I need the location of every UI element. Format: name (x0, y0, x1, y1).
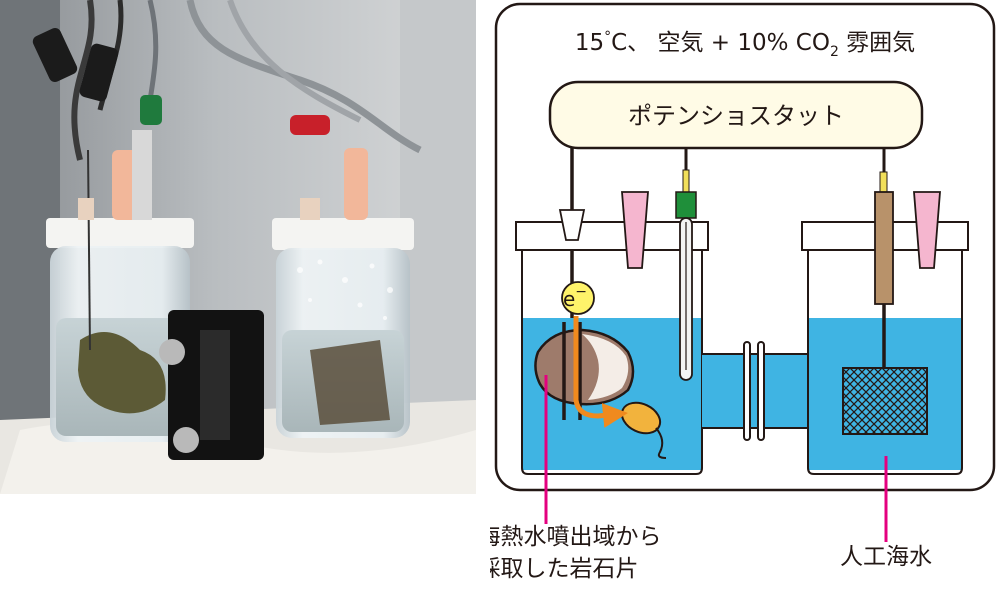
rock-label-line2: 採取した岩石片 (490, 556, 639, 582)
temperature-value: 15 (575, 30, 604, 56)
atmosphere-heading: 15°C、 空気 + 10% CO2 雰囲気 (575, 29, 915, 60)
electrochemical-cell-diagram: 15°C、 空気 + 10% CO2 雰囲気 ポテンショスタット e− (490, 0, 1000, 590)
rock-label-line1: 深海熱水噴出域から (490, 524, 662, 550)
salt-bridge (702, 342, 808, 440)
apparatus-photo (0, 0, 476, 494)
degree-symbol: ° (604, 29, 611, 45)
co2-subscript: 2 (830, 44, 839, 60)
counter-mesh (843, 368, 927, 434)
atmosphere-gas: C、 空気 + 10% CO (611, 30, 830, 56)
potentiostat-label: ポテンショスタット (628, 102, 844, 130)
atmosphere-suffix: 雰囲気 (839, 30, 915, 56)
seawater-label: 人工海水 (840, 544, 932, 570)
